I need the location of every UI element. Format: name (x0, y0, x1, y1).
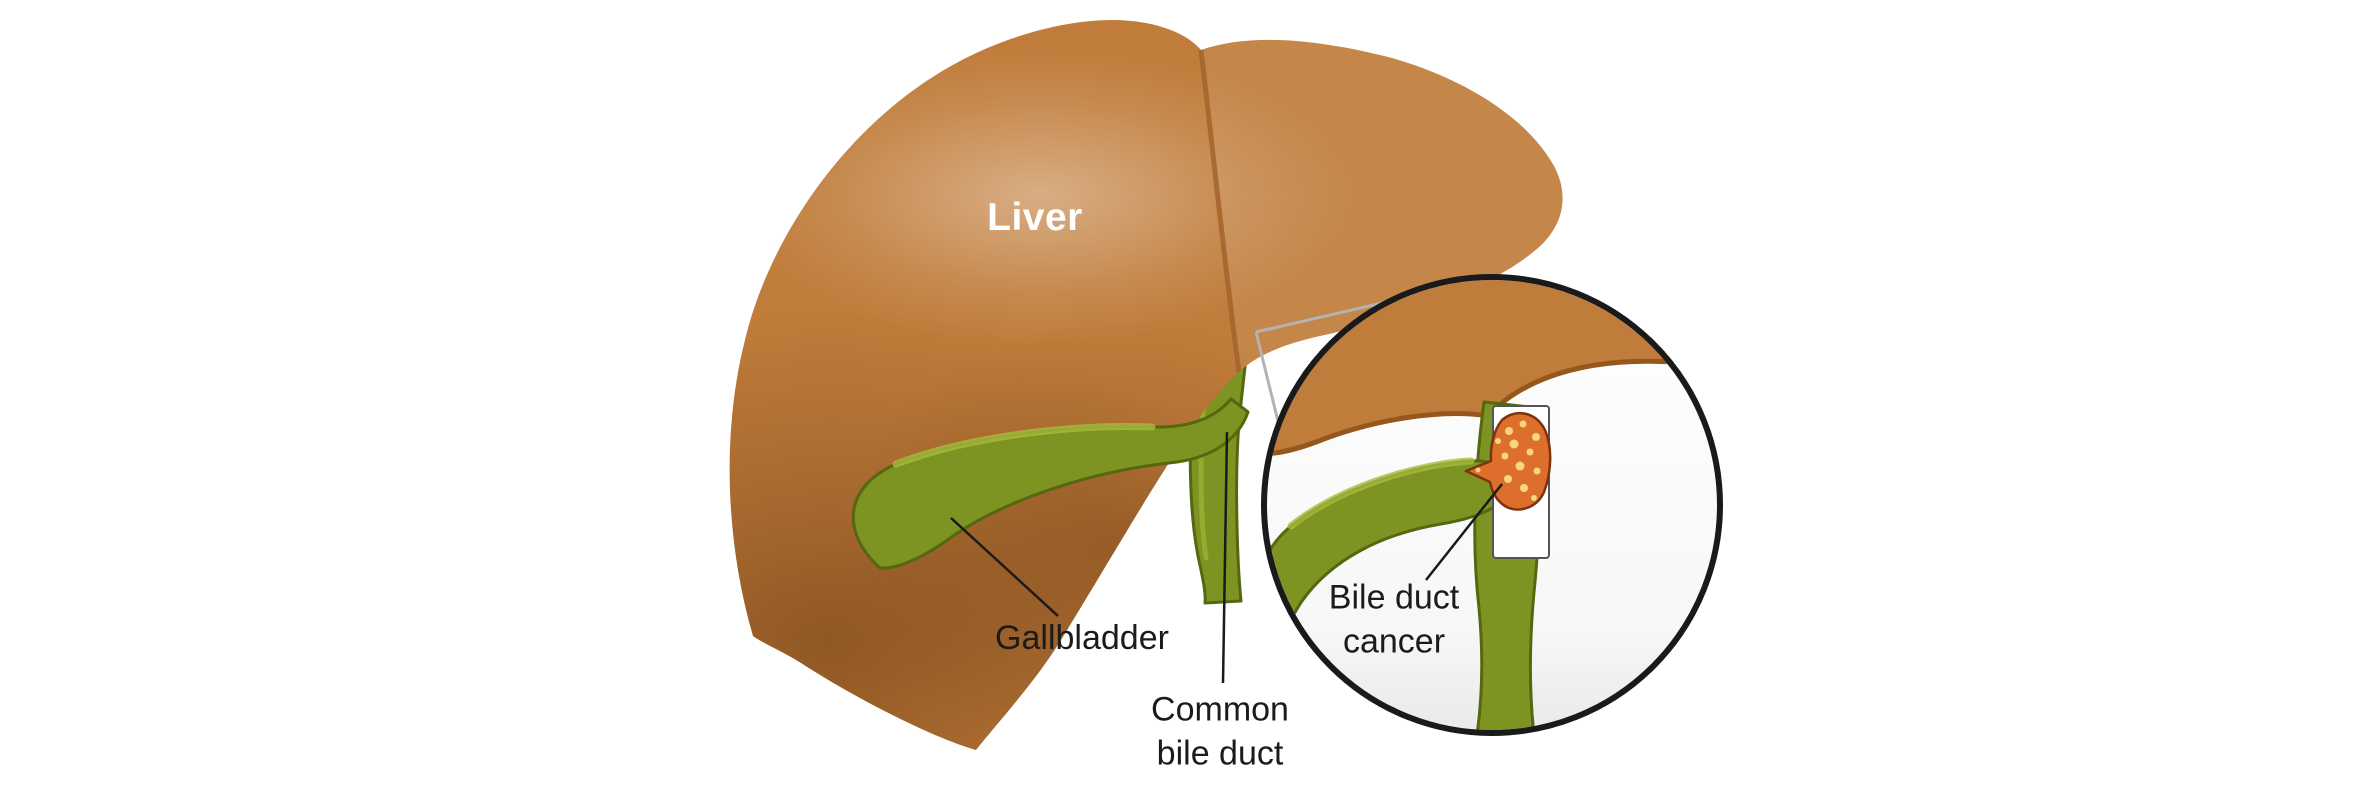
common-bile-duct-leader-line (1221, 431, 1229, 684)
magnifier-ring (1261, 274, 1723, 736)
right-lobe-tint (1201, 39, 1563, 373)
zoomed-gallbladder-highlight (1287, 457, 1475, 530)
liver-highlight (729, 45, 1360, 345)
bile-duct-cancer-label-line2: cancer (1342, 622, 1446, 660)
gallbladder-highlight (892, 422, 1156, 468)
bile-duct-cancer-label-line1: Bile duct (1328, 578, 1460, 617)
common-bile-duct-label-line1: Common (1151, 690, 1289, 729)
cancer-mass (1464, 411, 1552, 511)
cancer-leader-line (1425, 483, 1503, 581)
common-bile-duct-label-line2: bile duct (1156, 734, 1284, 772)
bile-duct-cancer-label: Bile duct cancer (1329, 576, 1459, 663)
common-bile-duct-label: Common bile duct (1151, 688, 1289, 775)
gallbladder-leader-line (950, 517, 1059, 617)
liver-lobe-crease (1198, 49, 1242, 373)
liver-label: Liver (987, 196, 1083, 240)
cancer-dots (1475, 420, 1541, 501)
gallbladder-label: Gallbladder (995, 619, 1169, 658)
